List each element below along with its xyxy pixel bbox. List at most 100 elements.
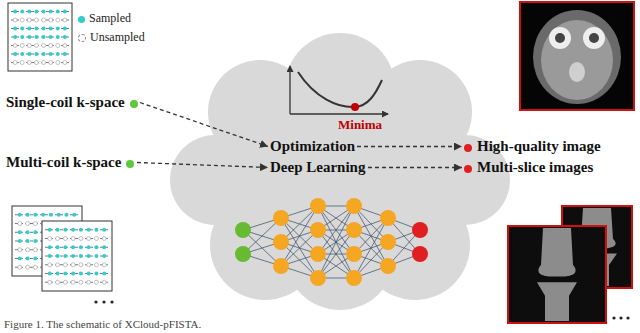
unsampled-dot: [63, 280, 67, 284]
text-node: Multi-coil k-space: [4, 153, 137, 172]
neuron: [346, 222, 362, 238]
sampled-dot: [33, 239, 37, 243]
sampled-dot: [48, 254, 52, 258]
neuron: [380, 234, 396, 250]
sampled-dot: [56, 52, 60, 56]
neural-network: [235, 198, 428, 286]
sampled-dot: [56, 27, 60, 31]
sampled-dot: [71, 245, 75, 249]
sampled-dot: [20, 27, 24, 31]
sampled-dot: [64, 213, 68, 217]
sampled-dot: [63, 10, 67, 14]
ellipsis-dot: [626, 316, 629, 319]
sampled-dot: [49, 35, 53, 39]
sampled-dot: [79, 228, 83, 232]
brain-image: [520, 2, 634, 110]
unsampled-dot: [42, 18, 46, 22]
neuron: [412, 222, 428, 238]
sampled-dot: [102, 254, 106, 258]
unsampled-dot: [71, 237, 75, 241]
sampled-dot: [49, 213, 53, 217]
sampled-dot: [20, 10, 24, 14]
kspace-line: [45, 256, 109, 257]
neuron: [310, 198, 326, 214]
sampled-dot: [94, 228, 98, 232]
sampled-dot: [34, 10, 38, 14]
sampled-dot: [33, 230, 37, 234]
sampled-dot: [18, 257, 22, 261]
unsampled-dot: [102, 263, 106, 267]
text-node: Deep Learning: [268, 158, 368, 177]
unsampled-dot: [27, 61, 31, 65]
sampled-dot: [48, 245, 52, 249]
legend-swatch: [78, 34, 86, 42]
image-frame: [520, 2, 634, 110]
unsampled-dot: [42, 44, 46, 48]
plot-label: Minima: [338, 117, 382, 133]
sampled-dot: [42, 10, 46, 14]
unsampled-dot: [79, 263, 83, 267]
minimum-dot: [351, 103, 359, 111]
sampled-dot: [20, 35, 24, 39]
node-text: High-quality image: [477, 138, 601, 154]
unsampled-dot: [20, 61, 24, 65]
sampled-dot: [94, 272, 98, 276]
unsampled-dot: [94, 237, 98, 241]
panel-frame: [42, 221, 112, 291]
node-text: Single-coil k-space: [6, 94, 125, 110]
sampled-dot: [26, 230, 30, 234]
legend-item: Unsampled: [78, 30, 145, 45]
text-node: High-quality image: [462, 137, 603, 156]
unsampled-dot: [56, 61, 60, 65]
sampled-dot: [102, 272, 106, 276]
sampled-dot: [18, 213, 22, 217]
sampled-dot: [42, 52, 46, 56]
sampled-dot: [34, 27, 38, 31]
sampled-dot: [63, 52, 67, 56]
sampled-dot: [18, 239, 22, 243]
unsampled-dot: [26, 265, 30, 269]
neuron: [346, 270, 362, 286]
unsampled-dot: [56, 44, 60, 48]
sampled-dot: [27, 52, 31, 56]
legend-swatch: [78, 16, 85, 23]
kspace-line: [45, 273, 109, 274]
port-dot: [464, 165, 472, 173]
kspace-line: [15, 214, 79, 215]
unsampled-dot: [34, 61, 38, 65]
sampled-dot: [48, 228, 52, 232]
sampled-dot: [102, 245, 106, 249]
kspace-line: [45, 264, 109, 265]
unsampled-dot: [56, 280, 60, 284]
unsampled-dot: [79, 280, 83, 284]
neuron: [310, 246, 326, 262]
kspace-line: [45, 229, 109, 230]
sampled-dot: [49, 10, 53, 14]
unsampled-dot: [102, 280, 106, 284]
sampled-dot: [13, 10, 17, 14]
sampled-dot: [79, 254, 83, 258]
unsampled-dot: [20, 44, 24, 48]
sampled-dot: [63, 245, 67, 249]
unsampled-dot: [49, 61, 53, 65]
unsampled-dot: [79, 237, 83, 241]
kspace-line: [45, 238, 109, 239]
image-frame: [508, 226, 606, 323]
kspace-line: [11, 54, 69, 55]
sampled-dot: [42, 35, 46, 39]
unsampled-dot: [56, 237, 60, 241]
unsampled-dot: [20, 18, 24, 22]
text-node: Optimization: [268, 137, 357, 156]
sampled-dot: [94, 254, 98, 258]
sampled-dot: [63, 228, 67, 232]
neuron: [273, 258, 289, 274]
neuron: [310, 270, 326, 286]
unsampled-dot: [48, 237, 52, 241]
ellipsis-dot: [102, 300, 105, 303]
unsampled-dot: [87, 237, 91, 241]
synapse: [318, 206, 354, 278]
legend-text: Unsampled: [90, 30, 145, 44]
sampled-dot: [57, 213, 61, 217]
